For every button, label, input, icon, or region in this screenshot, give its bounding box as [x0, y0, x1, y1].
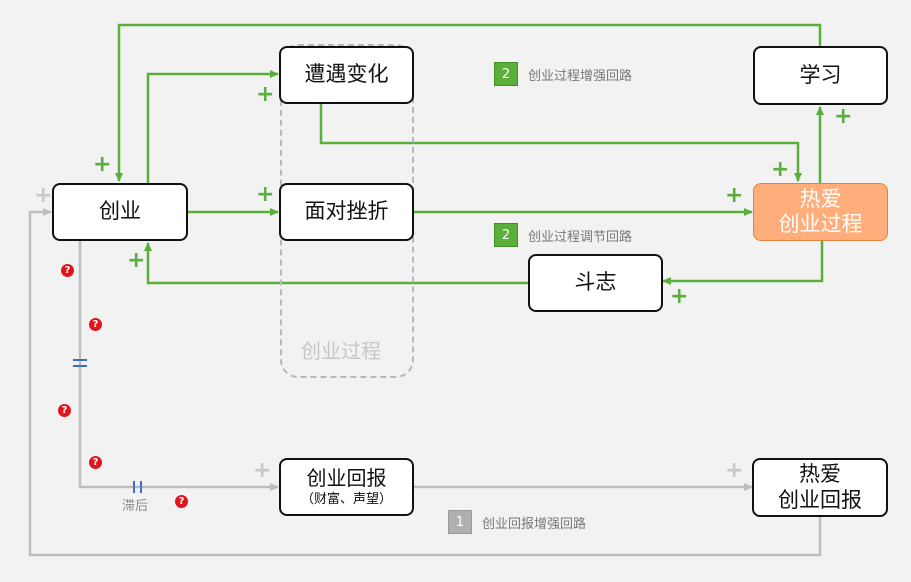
- delay-marker-icon: [73, 359, 87, 367]
- loop-label-enhance-process: 2 创业过程增强回路: [494, 62, 632, 86]
- question-mark-icon: ?: [89, 318, 102, 331]
- loop-number-badge: 2: [494, 223, 518, 247]
- node-zaoyu-bianhua[interactable]: 遭遇变化: [279, 46, 414, 104]
- node-label-line1: 热爱: [799, 186, 842, 211]
- arrow-zaoyu-to-reai: [319, 104, 802, 182]
- node-label-line2: 创业回报: [778, 487, 862, 512]
- node-label: 遭遇变化: [304, 62, 389, 87]
- plus-sign: +: [253, 458, 272, 483]
- node-reai-chuangye-huibao[interactable]: 热爱 创业回报: [752, 458, 888, 517]
- plus-sign: +: [127, 248, 146, 273]
- group-label: 创业过程: [301, 339, 381, 363]
- loop-number-badge: 1: [448, 510, 472, 534]
- node-chuangye[interactable]: 创业: [52, 183, 188, 241]
- node-label-line1: 热爱: [799, 462, 841, 487]
- arrow-xuexi-to-chuangye: [115, 23, 822, 182]
- plus-sign: +: [834, 104, 853, 129]
- loop-number-badge: 2: [494, 62, 518, 86]
- plus-sign: +: [725, 458, 744, 483]
- node-mianduicuozhe[interactable]: 面对挫折: [279, 183, 414, 241]
- plus-sign: +: [725, 183, 744, 208]
- plus-sign: +: [34, 183, 53, 208]
- node-chuangye-huibao[interactable]: 创业回报 （财富、声望）: [279, 458, 414, 516]
- node-reai-chuangye-guocheng[interactable]: 热爱 创业过程: [753, 183, 888, 241]
- node-label: 创业: [99, 199, 141, 224]
- loop-label-regulate-process: 2 创业过程调节回路: [494, 223, 632, 247]
- arrow-reai-huibao-to-chuangye: [28, 208, 822, 557]
- plus-sign: +: [670, 284, 689, 309]
- loop-label-text: 创业回报增强回路: [482, 516, 587, 532]
- question-mark-icon: ?: [61, 264, 74, 277]
- loop-label-enhance-return: 1 创业回报增强回路: [448, 510, 586, 534]
- plus-sign: +: [256, 82, 275, 107]
- node-label: 学习: [799, 62, 842, 87]
- arrow-reai-to-douzhi: [662, 241, 824, 285]
- node-douzhi[interactable]: 斗志: [528, 254, 663, 312]
- loop-label-text: 创业过程增强回路: [528, 68, 633, 84]
- loop-label-text: 创业过程调节回路: [528, 229, 633, 245]
- question-mark-icon: ?: [175, 495, 188, 508]
- node-label: 斗志: [574, 270, 617, 295]
- plus-sign: +: [93, 152, 112, 177]
- node-label-line2: 创业过程: [778, 212, 863, 236]
- arrow-douzhi-to-chuangye: [144, 242, 528, 285]
- plus-sign: +: [771, 157, 790, 182]
- arrow-chuangye-to-zaoyu: [146, 70, 279, 183]
- question-mark-icon: ?: [89, 456, 102, 469]
- plus-sign: +: [256, 182, 275, 207]
- node-xuexi[interactable]: 学习: [753, 46, 888, 105]
- delay-marker-icon: [133, 481, 142, 493]
- node-label: 创业回报: [306, 466, 387, 491]
- arrow-chuangye-to-huibao: [78, 241, 279, 491]
- node-label: 面对挫折: [304, 199, 389, 224]
- node-sublabel: （财富、声望）: [300, 492, 392, 508]
- delay-label: 滞后: [122, 499, 149, 514]
- question-mark-icon: ?: [58, 404, 71, 417]
